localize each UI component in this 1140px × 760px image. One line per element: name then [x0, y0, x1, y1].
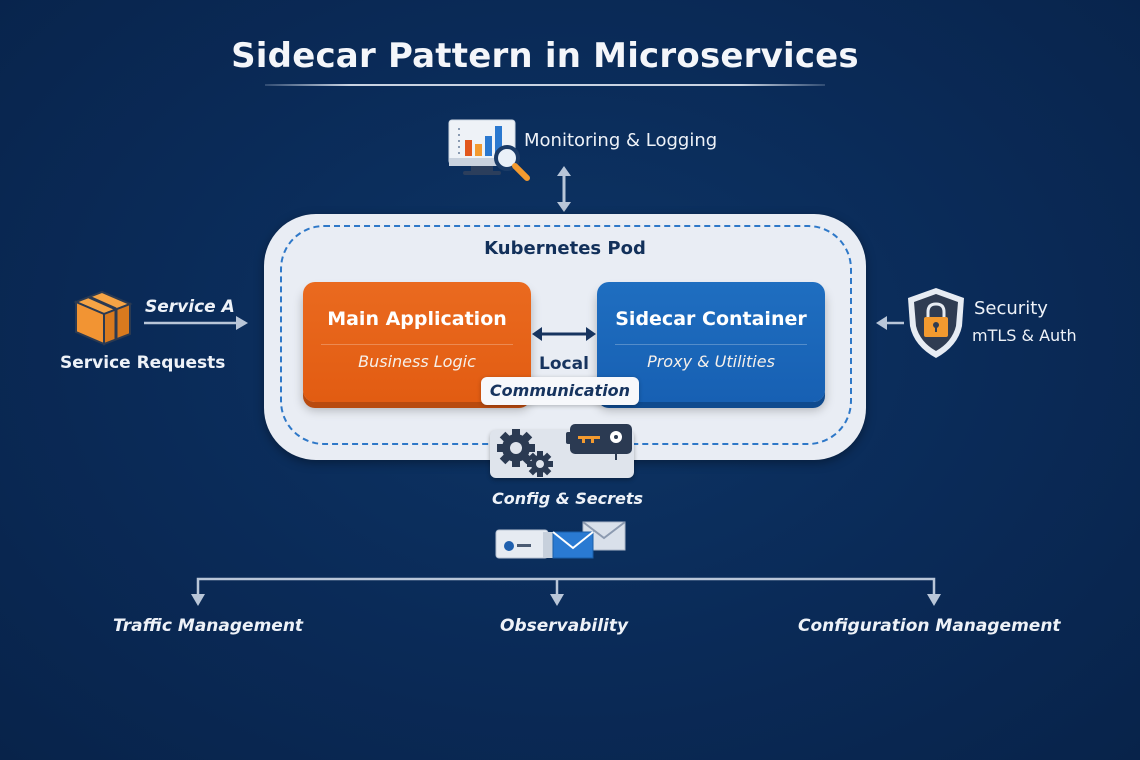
outcome-configuration-management: Configuration Management [798, 616, 1061, 636]
main-application-title: Main Application [327, 308, 507, 330]
card-envelope-icons [495, 521, 626, 559]
arrow-left [876, 316, 904, 330]
arrow-right [144, 316, 248, 330]
diagram-title: Sidecar Pattern in Microservices [231, 36, 859, 76]
service-a-label: Service A [145, 297, 235, 317]
main-application-divider [321, 344, 513, 345]
security-title: Security [974, 298, 1048, 319]
key-icon [566, 424, 632, 460]
sidecar-container-divider [615, 344, 807, 345]
communication-label: Communication [481, 377, 639, 405]
double-arrow-horizontal [532, 327, 596, 341]
monitor-chart-magnifier-icon [448, 119, 530, 181]
sidecar-container-title: Sidecar Container [615, 308, 807, 330]
local-label: Local [539, 354, 589, 374]
monitoring-label: Monitoring & Logging [524, 130, 718, 151]
outcome-traffic-management: Traffic Management [113, 616, 304, 636]
service-requests-label: Service Requests [60, 353, 226, 373]
config-secrets-label: Config & Secrets [492, 489, 644, 508]
outcome-connector [191, 577, 941, 606]
sidecar-container-subtitle: Proxy & Utilities [647, 352, 775, 371]
title-divider [265, 84, 825, 86]
main-application-subtitle: Business Logic [358, 352, 476, 371]
sidecar-container-card[interactable]: Sidecar Container Proxy & Utilities [597, 282, 825, 402]
outcome-observability: Observability [500, 616, 629, 636]
pod-title: Kubernetes Pod [484, 238, 646, 259]
double-arrow-vertical [557, 166, 571, 212]
gears-icon [497, 429, 553, 477]
security-subtitle: mTLS & Auth [972, 326, 1077, 345]
box-icon [73, 290, 133, 346]
main-application-card[interactable]: Main Application Business Logic [303, 282, 531, 402]
shield-lock-icon [908, 288, 964, 358]
